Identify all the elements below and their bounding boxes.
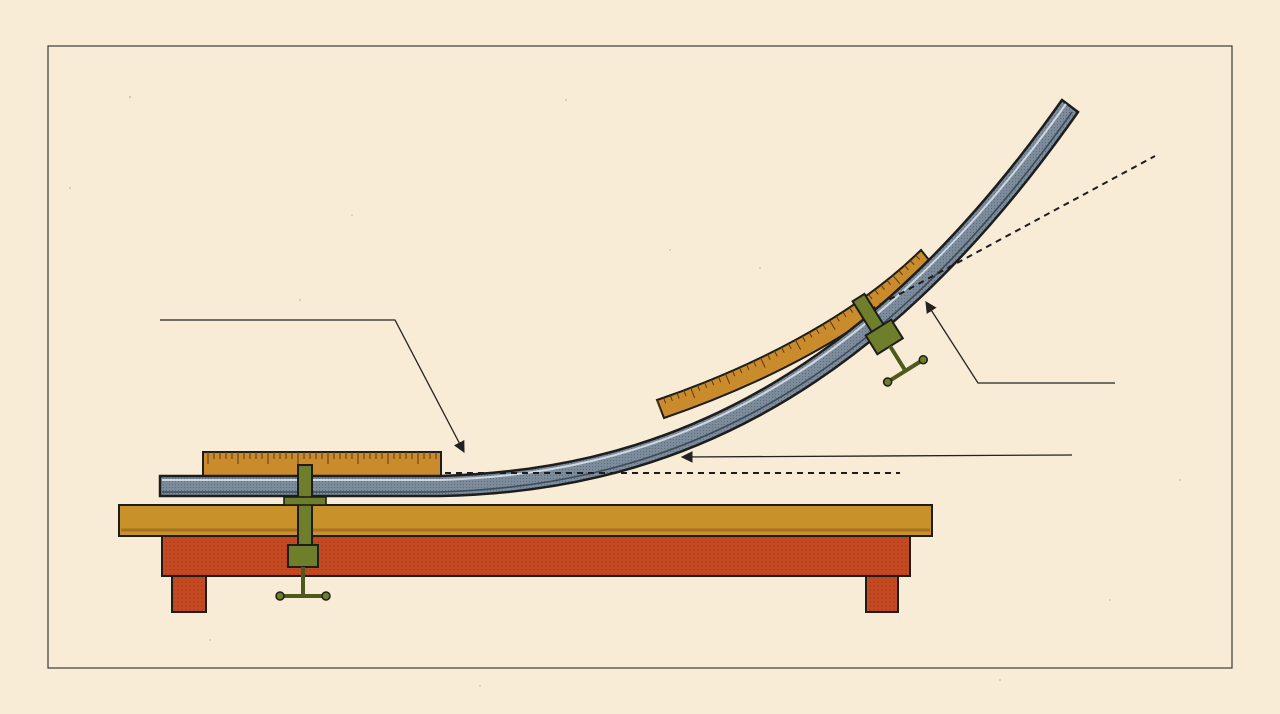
bench-leg-left	[171, 571, 207, 613]
tangent-reference-line	[869, 155, 1156, 311]
leader-line-right	[925, 301, 1115, 384]
leader-line-center	[680, 451, 1073, 463]
c-clamp-left	[275, 464, 331, 601]
leader-lines	[160, 301, 1115, 463]
steel-beam	[158, 98, 1080, 498]
diagram-frame	[47, 45, 1233, 669]
leader-line-left	[160, 319, 465, 454]
c-clamp-right	[851, 292, 929, 387]
bench	[118, 504, 933, 613]
dashed-reference-lines	[445, 155, 1156, 474]
bench-leg-right	[865, 571, 899, 613]
paper-speckles	[69, 95, 1181, 687]
bench-apron	[161, 533, 911, 577]
straight-ruler	[202, 451, 442, 477]
